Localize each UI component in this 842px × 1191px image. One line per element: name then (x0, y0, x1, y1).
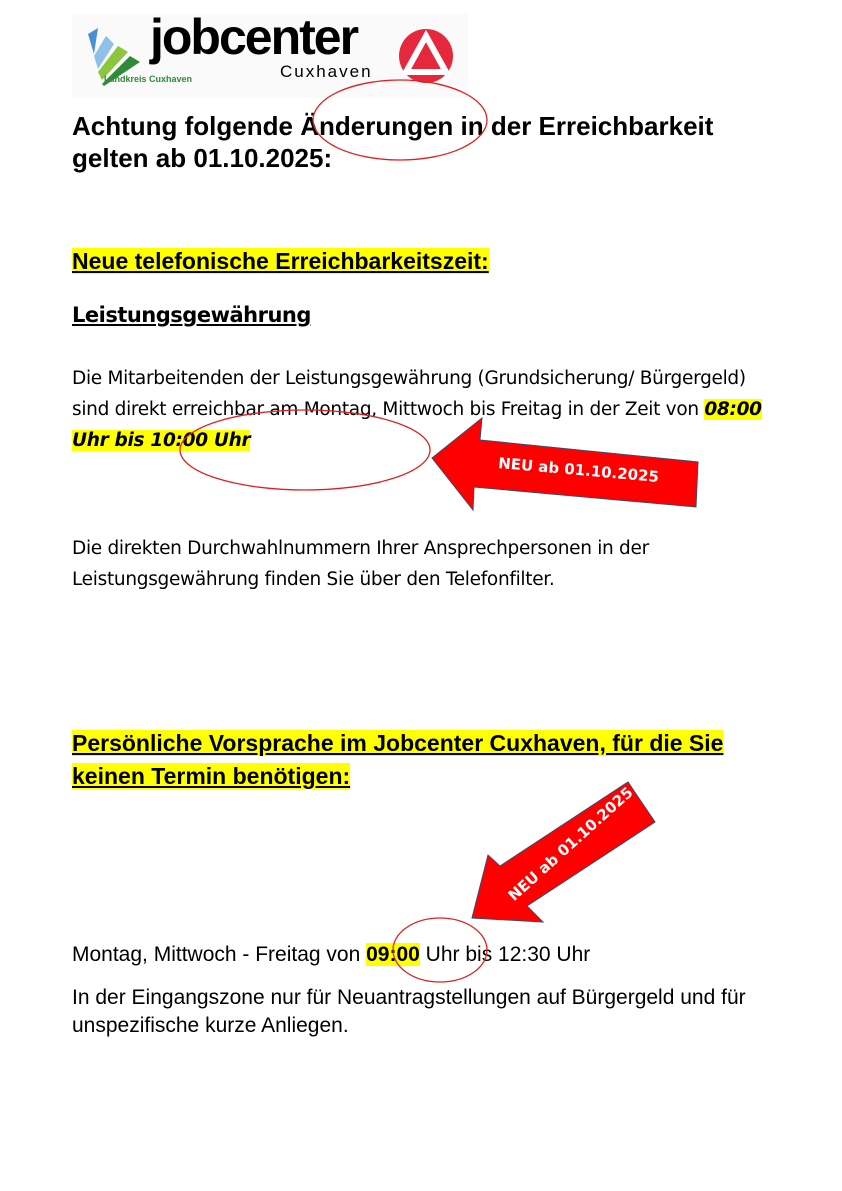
arrow-label-1: NEU ab 01.10.2025 (497, 454, 660, 486)
section2-heading: Persönliche Vorsprache im Jobcenter Cuxh… (72, 730, 724, 789)
opening-hours: Montag, Mittwoch - Freitag von 09:00 Uhr… (72, 943, 591, 966)
logo-district: Landkreis Cuxhaven (104, 74, 193, 84)
opening-start: 09:00 (366, 943, 420, 966)
logo-location: Cuxhaven (280, 62, 373, 81)
page-title: Achtung folgende Änderungen in der Errei… (72, 111, 714, 173)
section1-heading: Neue telefonische Erreichbarkeitszeit: (72, 248, 489, 274)
section1-subheading: Leistungsgewährung (72, 303, 311, 327)
logo-brand: jobcenter (150, 9, 359, 65)
section2-note: In der Eingangszone nur für Neuantragste… (72, 986, 746, 1037)
circle-annotations (179, 79, 488, 983)
landkreis-logo-icon (88, 28, 140, 86)
section1-note: Die direkten Durchwahlnummern Ihrer Ansp… (72, 538, 649, 590)
arrow-label-2: NEU ab 01.10.2025 (504, 783, 637, 905)
section1-paragraph: Die Mitarbeitenden der Leistungsgewährun… (72, 368, 762, 451)
